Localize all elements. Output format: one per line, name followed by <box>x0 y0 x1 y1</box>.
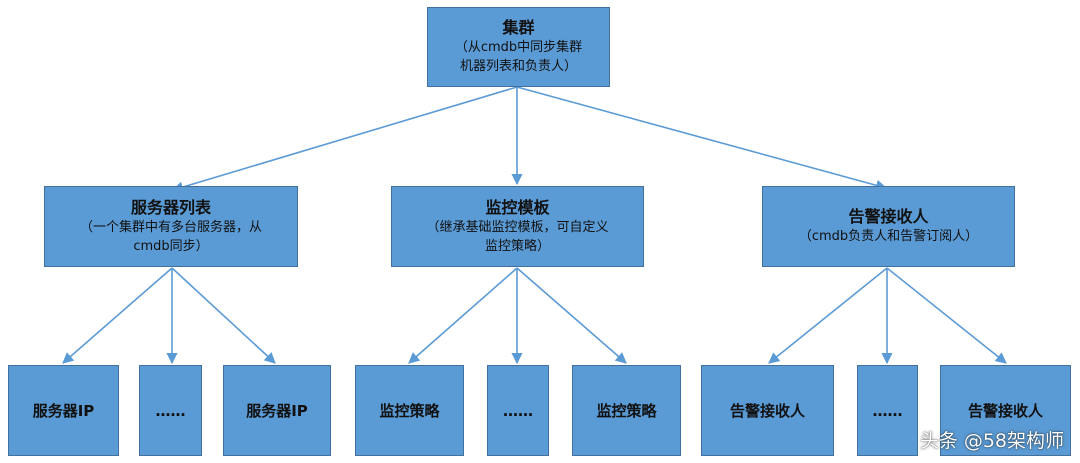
leaf-node-label: 服务器IP <box>32 401 95 420</box>
edge-root-to-branch-1 <box>171 86 518 193</box>
leaf-node-label: 监控策略 <box>379 401 440 420</box>
edge-branch-3-to-leaf-3 <box>886 267 1007 364</box>
branch-node-desc-line2: cmdb同步） <box>133 238 209 254</box>
leaf-node-label: 告警接收人 <box>729 401 805 420</box>
branch-node-title: 服务器列表 <box>130 197 211 217</box>
leaf-node-ellipsis: …… <box>139 365 202 456</box>
leaf-node-label: 服务器IP <box>246 401 308 420</box>
leaf-node-server-ip: 服务器IP <box>8 365 119 456</box>
root-node-cluster: 集群 （从cmdb中同步集群 机器列表和负责人） <box>427 7 610 87</box>
branch-node-title: 监控模板 <box>485 197 550 217</box>
leaf-node-server-ip: 服务器IP <box>223 365 331 456</box>
leaf-node-monitor-policy: 监控策略 <box>572 365 681 456</box>
edge-branch-2-to-leaf-1 <box>408 267 518 364</box>
edge-branch-3-to-leaf-1 <box>768 267 888 364</box>
edge-branch-2-to-leaf-3 <box>516 267 627 364</box>
branch-node-monitor-template: 监控模板 （继承基础监控模板，可自定义 监控策略） <box>391 186 644 267</box>
branch-node-server-list: 服务器列表 （一个集群中有多台服务器，从 cmdb同步） <box>44 186 298 267</box>
leaf-node-ellipsis: …… <box>487 365 549 456</box>
branch-node-title: 告警接收人 <box>848 207 929 226</box>
leaf-node-label: …… <box>503 401 533 420</box>
root-node-desc-line1: （从cmdb中同步集群 <box>454 40 583 55</box>
watermark-text: 头条 @58架构师 <box>919 430 1064 452</box>
leaf-node-alert-receiver: 告警接收人 <box>940 365 1071 456</box>
edge-root-to-branch-3 <box>516 86 888 191</box>
branch-node-desc-line1: （一个集群中有多台服务器，从 <box>79 219 262 235</box>
leaf-node-label: …… <box>872 401 903 420</box>
leaf-node-monitor-policy: 监控策略 <box>355 365 464 456</box>
root-node-desc-line2: 机器列表和负责人） <box>459 59 577 74</box>
leaf-node-alert-receiver: 告警接收人 <box>701 365 834 456</box>
branch-node-alert-receiver: 告警接收人 （cmdb负责人和告警订阅人） <box>762 186 1015 267</box>
leaf-node-label: …… <box>155 401 186 420</box>
branch-node-desc-line1: （cmdb负责人和告警订阅人） <box>798 229 979 244</box>
root-node-title: 集群 <box>502 18 535 37</box>
edge-branch-1-to-leaf-3 <box>171 267 276 364</box>
edge-branch-1-to-leaf-1 <box>62 267 173 364</box>
leaf-node-label: 监控策略 <box>596 401 657 420</box>
leaf-node-label: 告警接收人 <box>967 401 1043 420</box>
leaf-node-ellipsis: …… <box>857 365 918 456</box>
branch-node-desc-line2: 监控策略） <box>484 238 550 254</box>
branch-node-desc-line1: （继承基础监控模板，可自定义 <box>426 219 609 235</box>
